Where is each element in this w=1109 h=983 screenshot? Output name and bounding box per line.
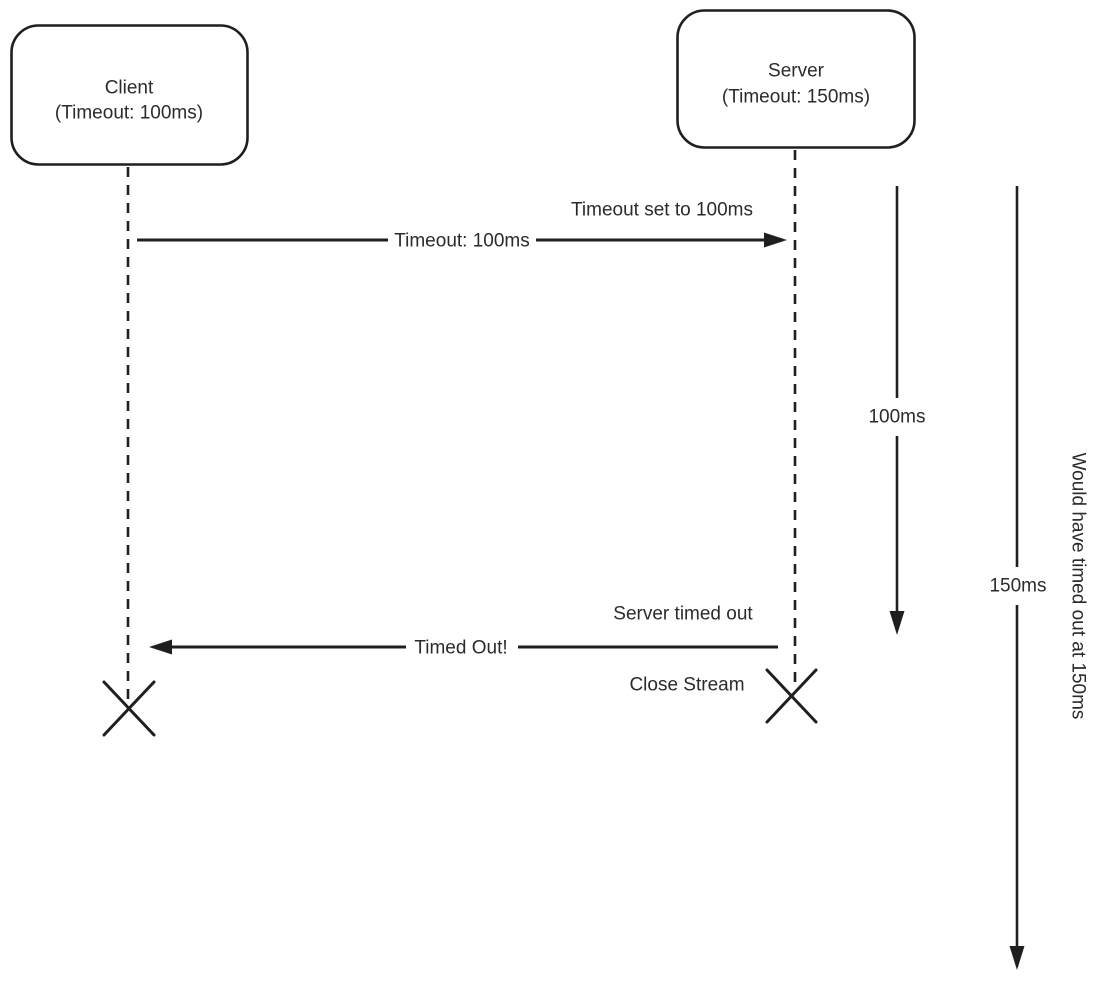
timer-150ms-arrowhead [1009,946,1025,970]
client-actor-timeout: (Timeout: 100ms) [55,103,203,124]
timer-100ms-arrowhead [889,611,905,635]
message-timed-out-arrowhead [149,639,172,655]
timer-100ms-label: 100ms [868,407,925,428]
server-actor-box [676,9,916,149]
server-termination-x [765,668,818,724]
client-actor-box [10,24,249,166]
client-actor-name: Client [105,78,154,99]
annotation-timeout-set: Timeout set to 100ms [571,200,753,221]
message-timeout-arrowhead [764,232,787,248]
message-timeout-label: Timeout: 100ms [394,231,530,252]
close-stream-label: Close Stream [629,675,744,696]
client-termination-x [102,680,156,737]
message-timed-out-label: Timed Out! [414,638,507,659]
timer-150ms-note: Would have timed out at 150ms [1068,453,1089,720]
server-actor-timeout: (Timeout: 150ms) [722,87,870,108]
server-actor-name: Server [768,61,825,82]
timer-150ms-label: 150ms [989,576,1046,597]
annotation-server-timed-out: Server timed out [613,604,753,625]
